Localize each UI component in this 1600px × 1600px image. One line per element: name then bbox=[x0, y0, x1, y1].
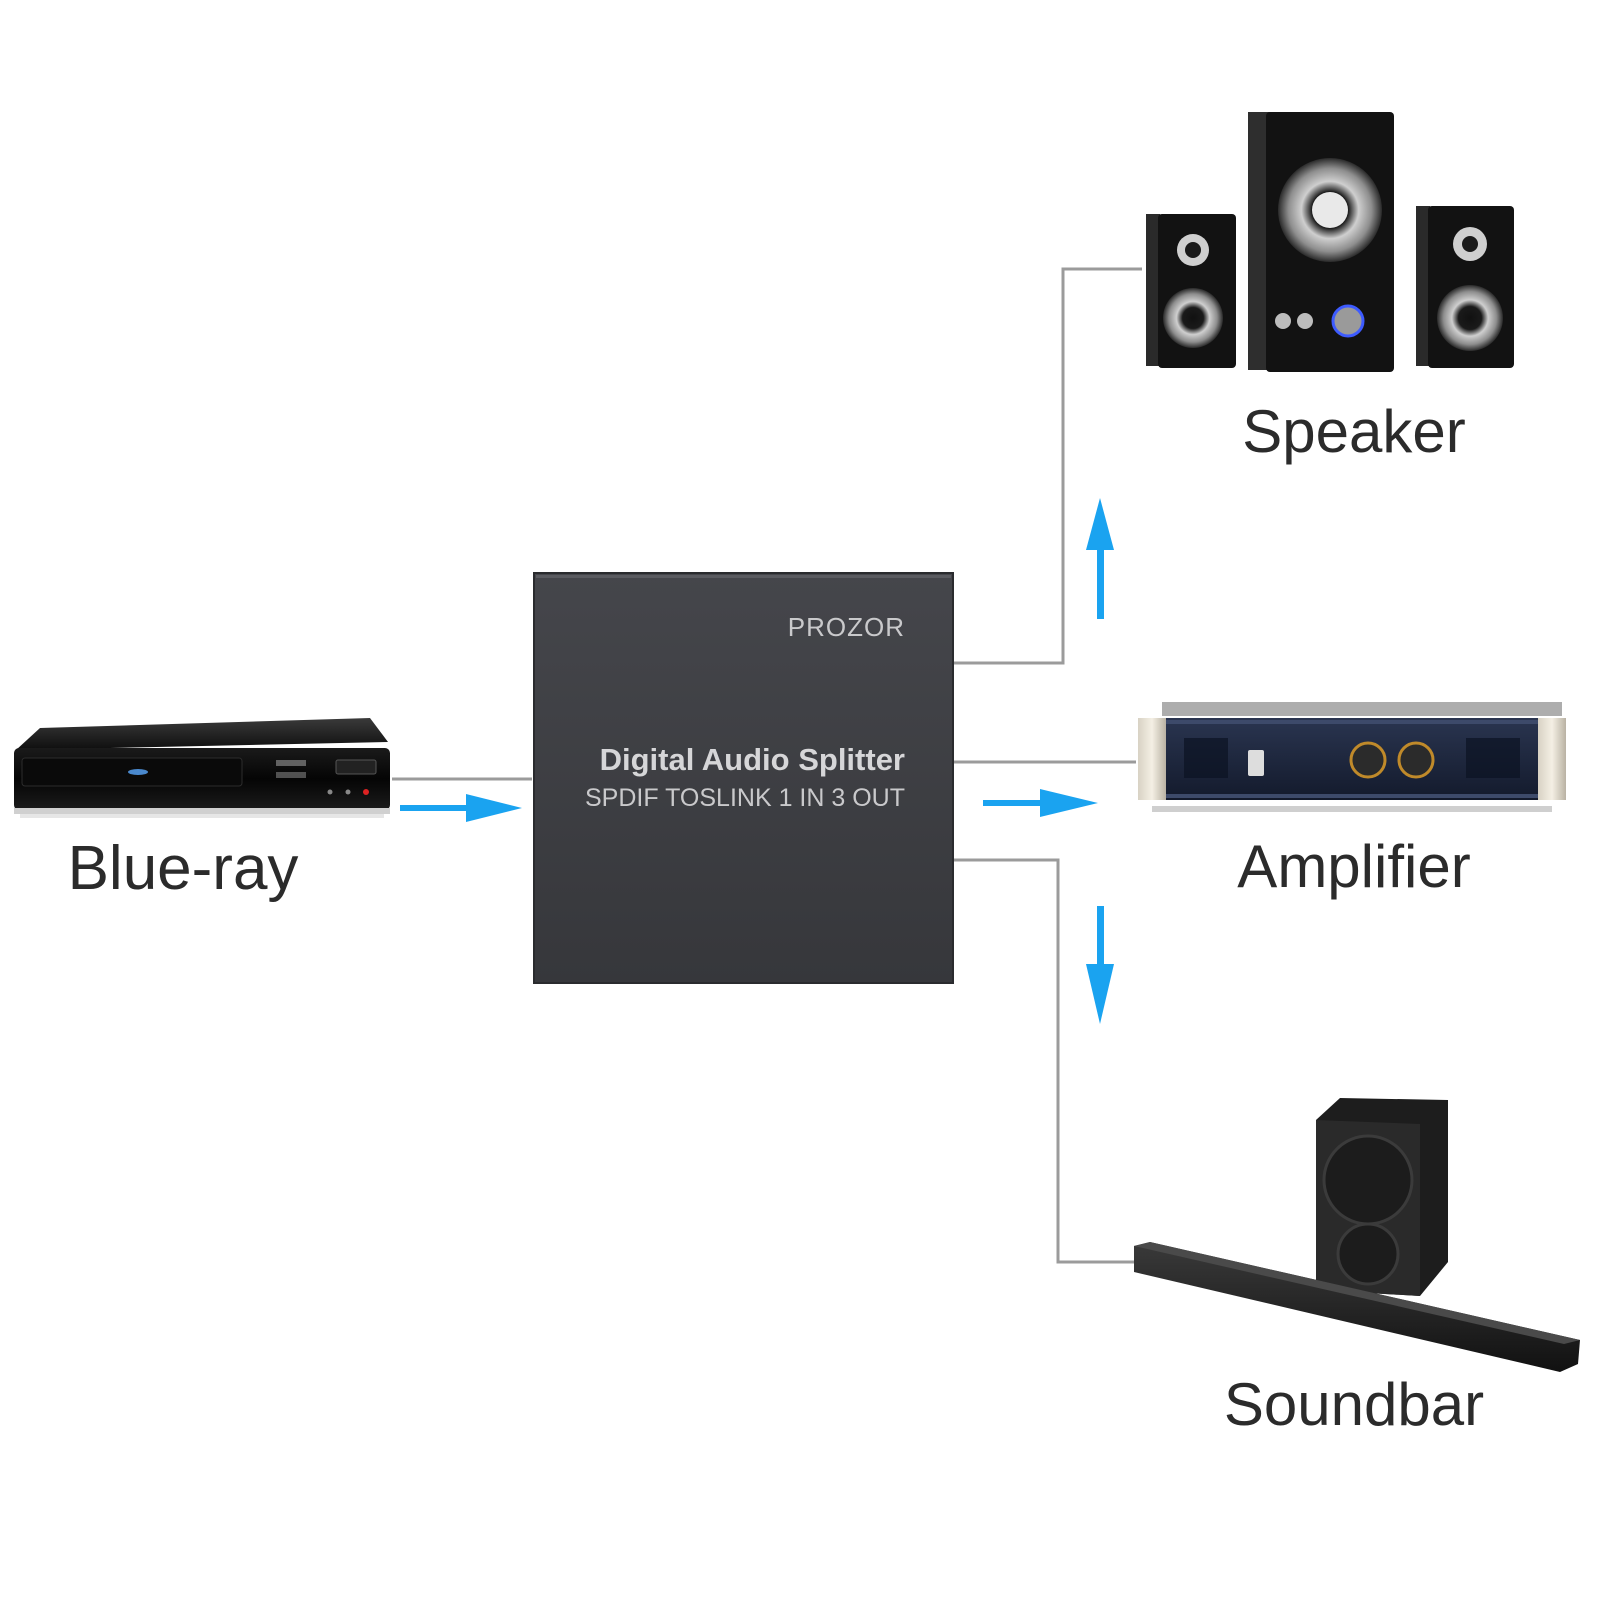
arrows bbox=[400, 498, 1114, 1024]
source-device-label: Blue-ray bbox=[68, 834, 299, 903]
splitter-title: Digital Audio Splitter bbox=[600, 742, 905, 777]
wire-splitter-to-soundbar bbox=[953, 858, 1150, 1264]
wires bbox=[392, 267, 1150, 1264]
arrow-soundbar-down bbox=[1086, 906, 1114, 1024]
wire-splitter-to-speaker bbox=[953, 267, 1142, 665]
output-1-label: Speaker bbox=[1242, 398, 1465, 465]
splitter-device: PROZOR Digital Audio Splitter SPDIF TOSL… bbox=[533, 572, 954, 984]
speaker-image bbox=[1146, 112, 1514, 372]
splitter-brand: PROZOR bbox=[788, 612, 905, 642]
output-3-label: Soundbar bbox=[1224, 1371, 1484, 1438]
splitter-subtitle: SPDIF TOSLINK 1 IN 3 OUT bbox=[585, 784, 905, 812]
soundbar-image bbox=[1134, 1098, 1580, 1372]
arrow-amplifier-right bbox=[983, 789, 1098, 817]
arrow-speaker-up bbox=[1086, 498, 1114, 619]
amplifier-image bbox=[1138, 702, 1566, 812]
arrow-input-right bbox=[400, 794, 522, 822]
bluray-player-image bbox=[14, 718, 390, 818]
output-2-label: Amplifier bbox=[1237, 833, 1470, 900]
